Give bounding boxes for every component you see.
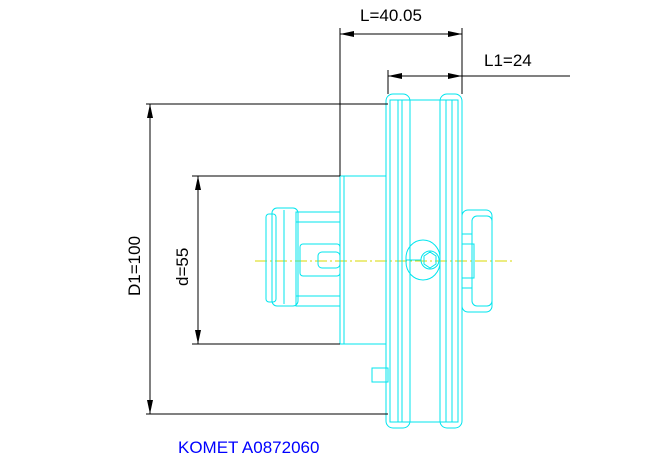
coupling-inner-bore bbox=[299, 243, 341, 277]
coupling-front bbox=[265, 213, 277, 303]
flange-body bbox=[389, 99, 459, 423]
cutting-head-tip bbox=[471, 215, 493, 307]
part-outline bbox=[265, 93, 493, 429]
label-shank-diameter: d=55 bbox=[173, 248, 192, 286]
cutting-head-slot bbox=[461, 243, 475, 279]
arrow-flange-left bbox=[388, 73, 402, 79]
arrow-flange-diam-bottom bbox=[147, 400, 153, 414]
part-number-caption: KOMET A0872060 bbox=[178, 438, 319, 457]
arrow-flange-diam-top bbox=[147, 104, 153, 118]
arrow-overall-left bbox=[340, 31, 354, 37]
arrow-overall-right bbox=[448, 31, 462, 37]
arrow-shank-diam-top bbox=[195, 176, 201, 190]
dimension-lines bbox=[146, 28, 570, 415]
coupling-key bbox=[317, 251, 341, 269]
shank bbox=[339, 175, 387, 345]
arrow-flange-right bbox=[448, 73, 462, 79]
clamp-screw-hex-socket bbox=[423, 251, 437, 269]
locating-pin bbox=[371, 367, 389, 383]
arrow-shank-diam-bottom bbox=[195, 330, 201, 344]
label-flange-diameter: D1=100 bbox=[125, 236, 144, 296]
coupling-collar bbox=[271, 207, 299, 307]
label-overall-length: L=40.05 bbox=[360, 6, 422, 25]
label-flange-length: L1=24 bbox=[484, 51, 532, 70]
